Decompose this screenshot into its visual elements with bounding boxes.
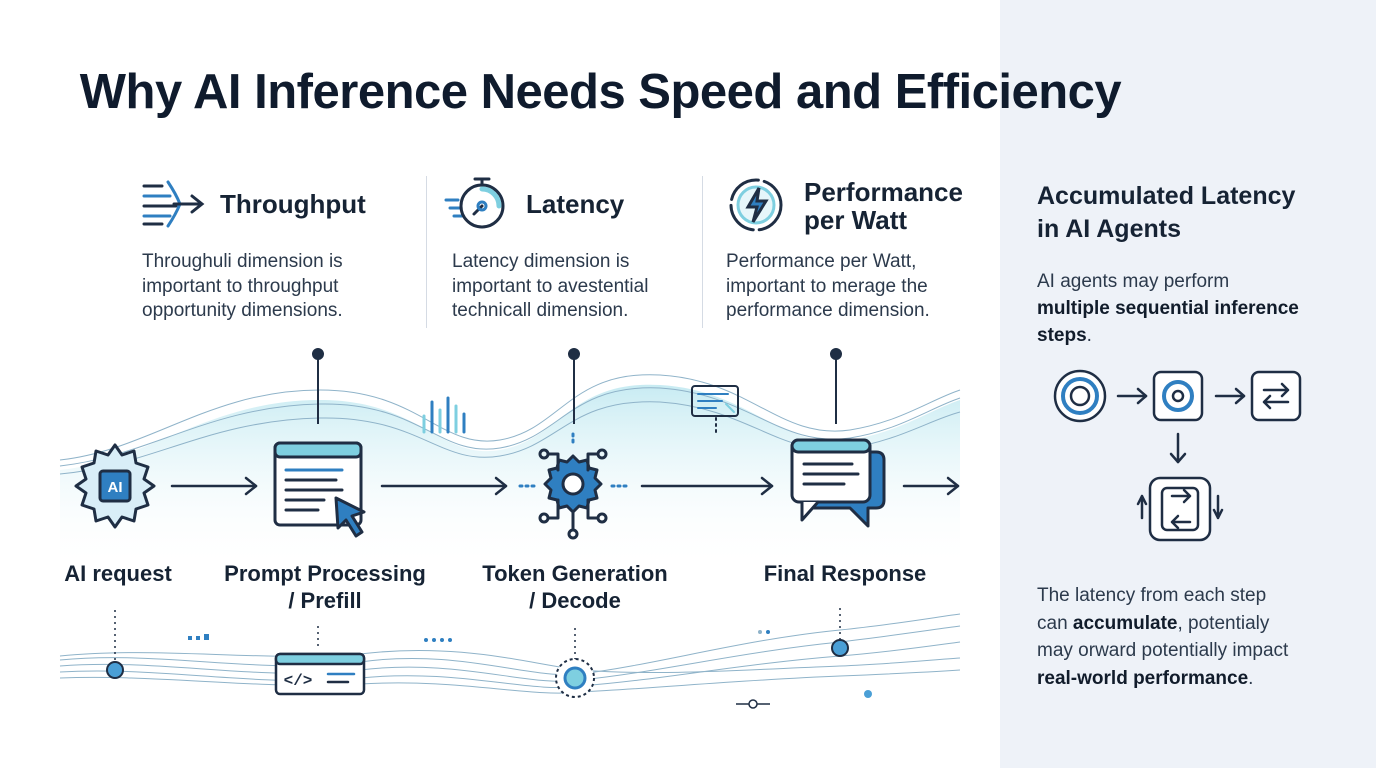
sidebar-intro: AI agents may perform multiple sequentia… [1037,268,1357,349]
sidebar-outro: The latency from each step can accumulat… [1037,582,1357,692]
metric-latency-desc: Latency dimension is important to aveste… [452,250,648,324]
sidebar-outro-line: The latency from each step [1037,585,1267,606]
metric-perf-watt-desc: Performance per Watt, important to merag… [726,250,930,324]
stage-label-line: Prompt Processing [224,561,426,586]
sidebar-title-line: in AI Agents [1037,215,1181,243]
bottom-timeline-waves [59,608,961,709]
metric-label-line: Performance [804,177,963,207]
stage-label-line: Token Generation [482,561,668,586]
sidebar-outro-line: may orward potentially impact [1037,640,1289,661]
lightning-gauge-icon [729,178,783,232]
sidebar-intro-emphasis: multiple sequential inference steps [1037,298,1299,346]
desc-line: important to avestential [452,275,649,297]
desc-line: opportunity dimensions. [142,300,343,321]
ai-gear-icon: AI [74,443,156,529]
code-window-icon: </> [274,652,366,696]
flow-arrows [170,476,960,496]
metric-latency-heading: Latency [526,190,624,218]
sidebar-outro-emphasis: real-world performance [1037,667,1249,689]
stage-label-prefill: Prompt Processing / Prefill [205,560,445,614]
sidebar-outro-period: . [1248,667,1254,689]
desc-line: important to merage the [726,275,928,297]
metric-label: Throughput [220,189,366,219]
desc-line: Latency dimension is [452,251,630,272]
sidebar-outro-text: , potentialy [1177,612,1270,634]
metric-label-line: per Watt [804,205,908,235]
browser-window-cursor-icon [273,441,366,538]
divider [702,176,703,328]
small-window-icon [691,385,739,437]
chat-bubble-icon [790,438,886,528]
desc-line: Throughuli dimension is [142,251,343,272]
sidebar-intro-text: AI agents may perform [1037,271,1230,292]
divider [426,176,427,328]
desc-line: important to throughput [142,275,339,297]
desc-line: Performance per Watt, [726,251,917,272]
desc-line: technicall dimension. [452,300,629,321]
stopwatch-icon [444,177,505,229]
metric-throughput-desc: Throughuli dimension is important to thr… [142,250,343,324]
gear-circuit-icon [518,432,628,540]
sequential-steps-diagram [1053,369,1302,542]
stage-label-line: / Prefill [288,588,362,613]
metric-throughput-heading: Throughput [220,190,366,218]
sidebar-outro-line: can accumulate, potentialy [1037,610,1357,638]
stage-label-line: / Decode [529,588,621,613]
desc-line: performance dimension. [726,300,930,321]
sidebar-outro-emphasis: accumulate [1072,612,1178,634]
sidebar-intro-period: . [1086,325,1092,346]
metric-perf-watt-heading: Performance per Watt [804,178,963,234]
ai-chip-text: AI [108,479,123,496]
stage-label-ai-request: AI request [38,560,198,587]
stage-label-decode: Token Generation / Decode [455,560,695,614]
sidebar-title: Accumulated Latency in AI Agents [1037,180,1357,246]
stage-label-line: Final Response [763,561,927,586]
sidebar-title-line: Accumulated Latency [1037,182,1296,210]
code-tag-text: </> [284,672,313,690]
connector-pins [312,348,842,424]
sidebar-outro-text: can [1037,612,1073,634]
throughput-arrows-icon [142,180,205,228]
stage-label-final-response: Final Response [740,560,950,587]
page-title: Why AI Inference Needs Speed and Efficie… [79,65,1122,119]
sidebar-outro-line: real-world performance. [1037,665,1357,693]
mini-bar-chart-icon [422,396,466,434]
metric-label: Latency [526,189,625,219]
stage-label-line: AI request [64,561,172,586]
